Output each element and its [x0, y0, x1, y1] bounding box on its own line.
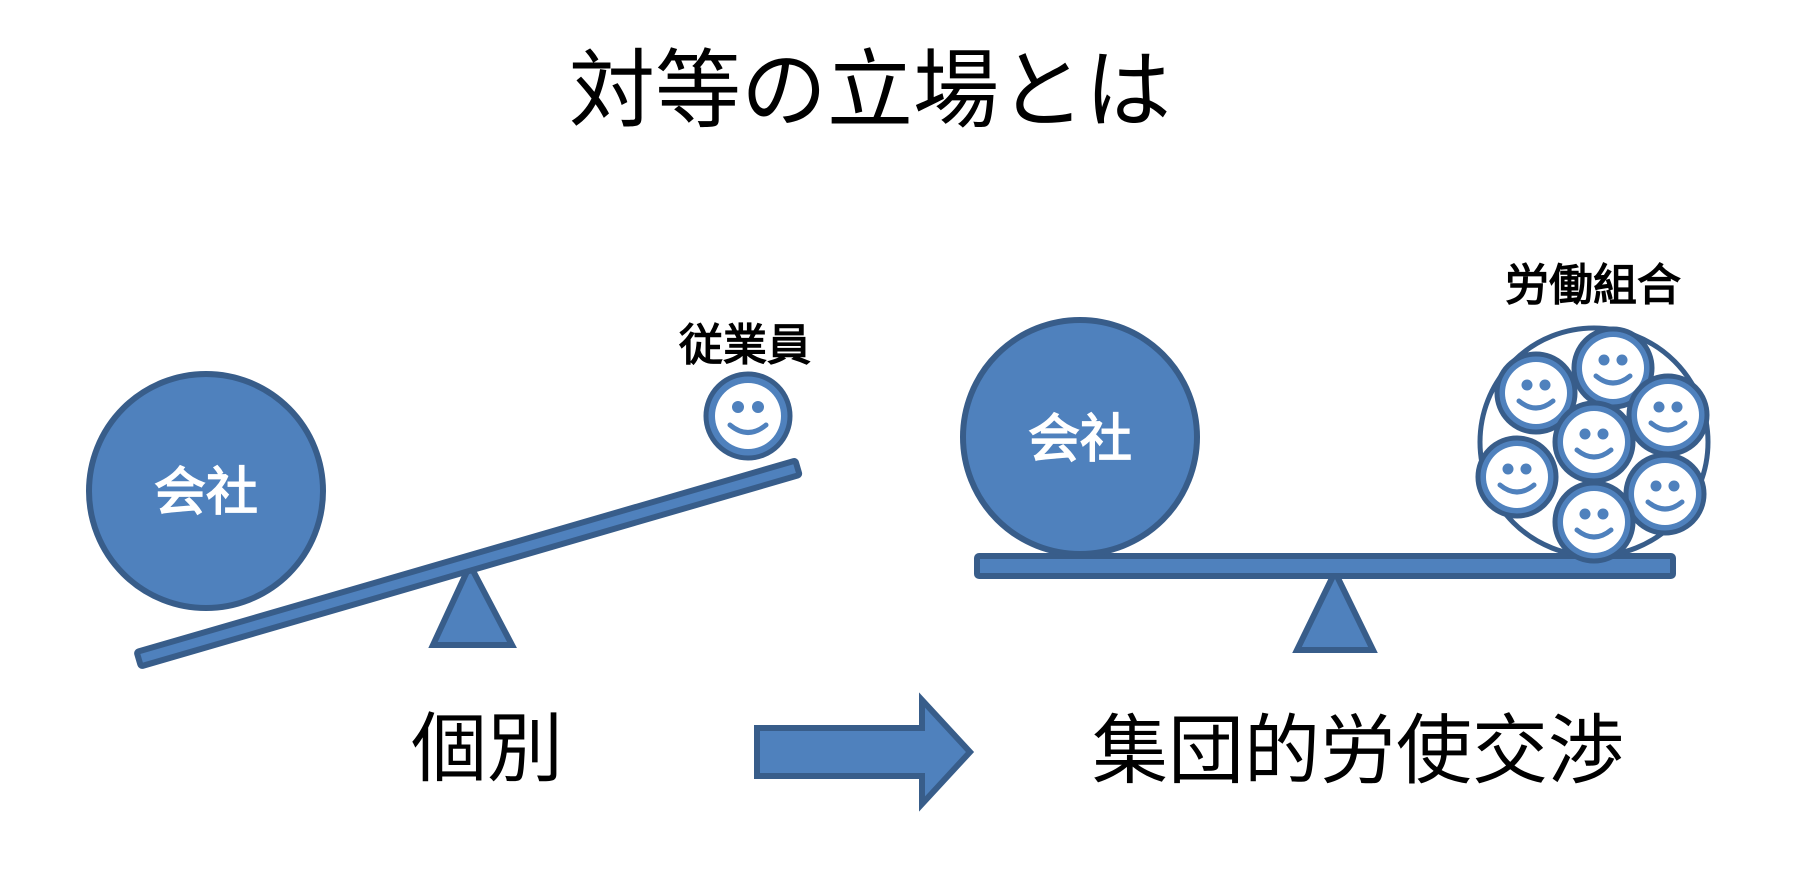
union-member-smiley-icon	[1571, 326, 1655, 410]
left-company-label: 会社	[154, 463, 258, 523]
right-beam	[974, 553, 1676, 579]
worker-label: 従業員	[678, 320, 811, 371]
union-group	[1475, 325, 1711, 564]
left-company-ball: 会社	[86, 371, 326, 611]
union-member-smiley-icon	[1475, 435, 1559, 519]
left-seesaw-scene: 会社 従業員	[86, 320, 811, 669]
right-fulcrum	[1292, 565, 1378, 653]
page-title: 対等の立場とは	[569, 41, 1171, 141]
left-caption: 個別	[411, 704, 563, 793]
union-label: 労働組合	[1505, 260, 1681, 311]
right-company-ball: 会社	[960, 317, 1200, 557]
left-beam	[134, 458, 803, 669]
union-member-smiley-icon	[1623, 452, 1707, 536]
union-member-smiley-icon	[1626, 373, 1710, 457]
right-seesaw-scene: 会社 労働組合	[960, 260, 1711, 653]
left-fulcrum	[428, 558, 517, 648]
union-member-smiley-icon	[1552, 480, 1636, 564]
union-member-smiley-icon	[1494, 351, 1578, 435]
right-company-label: 会社	[1028, 410, 1132, 470]
right-caption: 集団的労使交渉	[1092, 706, 1624, 795]
union-member-smiley-icon	[1552, 400, 1636, 484]
right-arrow-icon	[754, 692, 975, 812]
worker-smiley-icon	[703, 371, 793, 461]
